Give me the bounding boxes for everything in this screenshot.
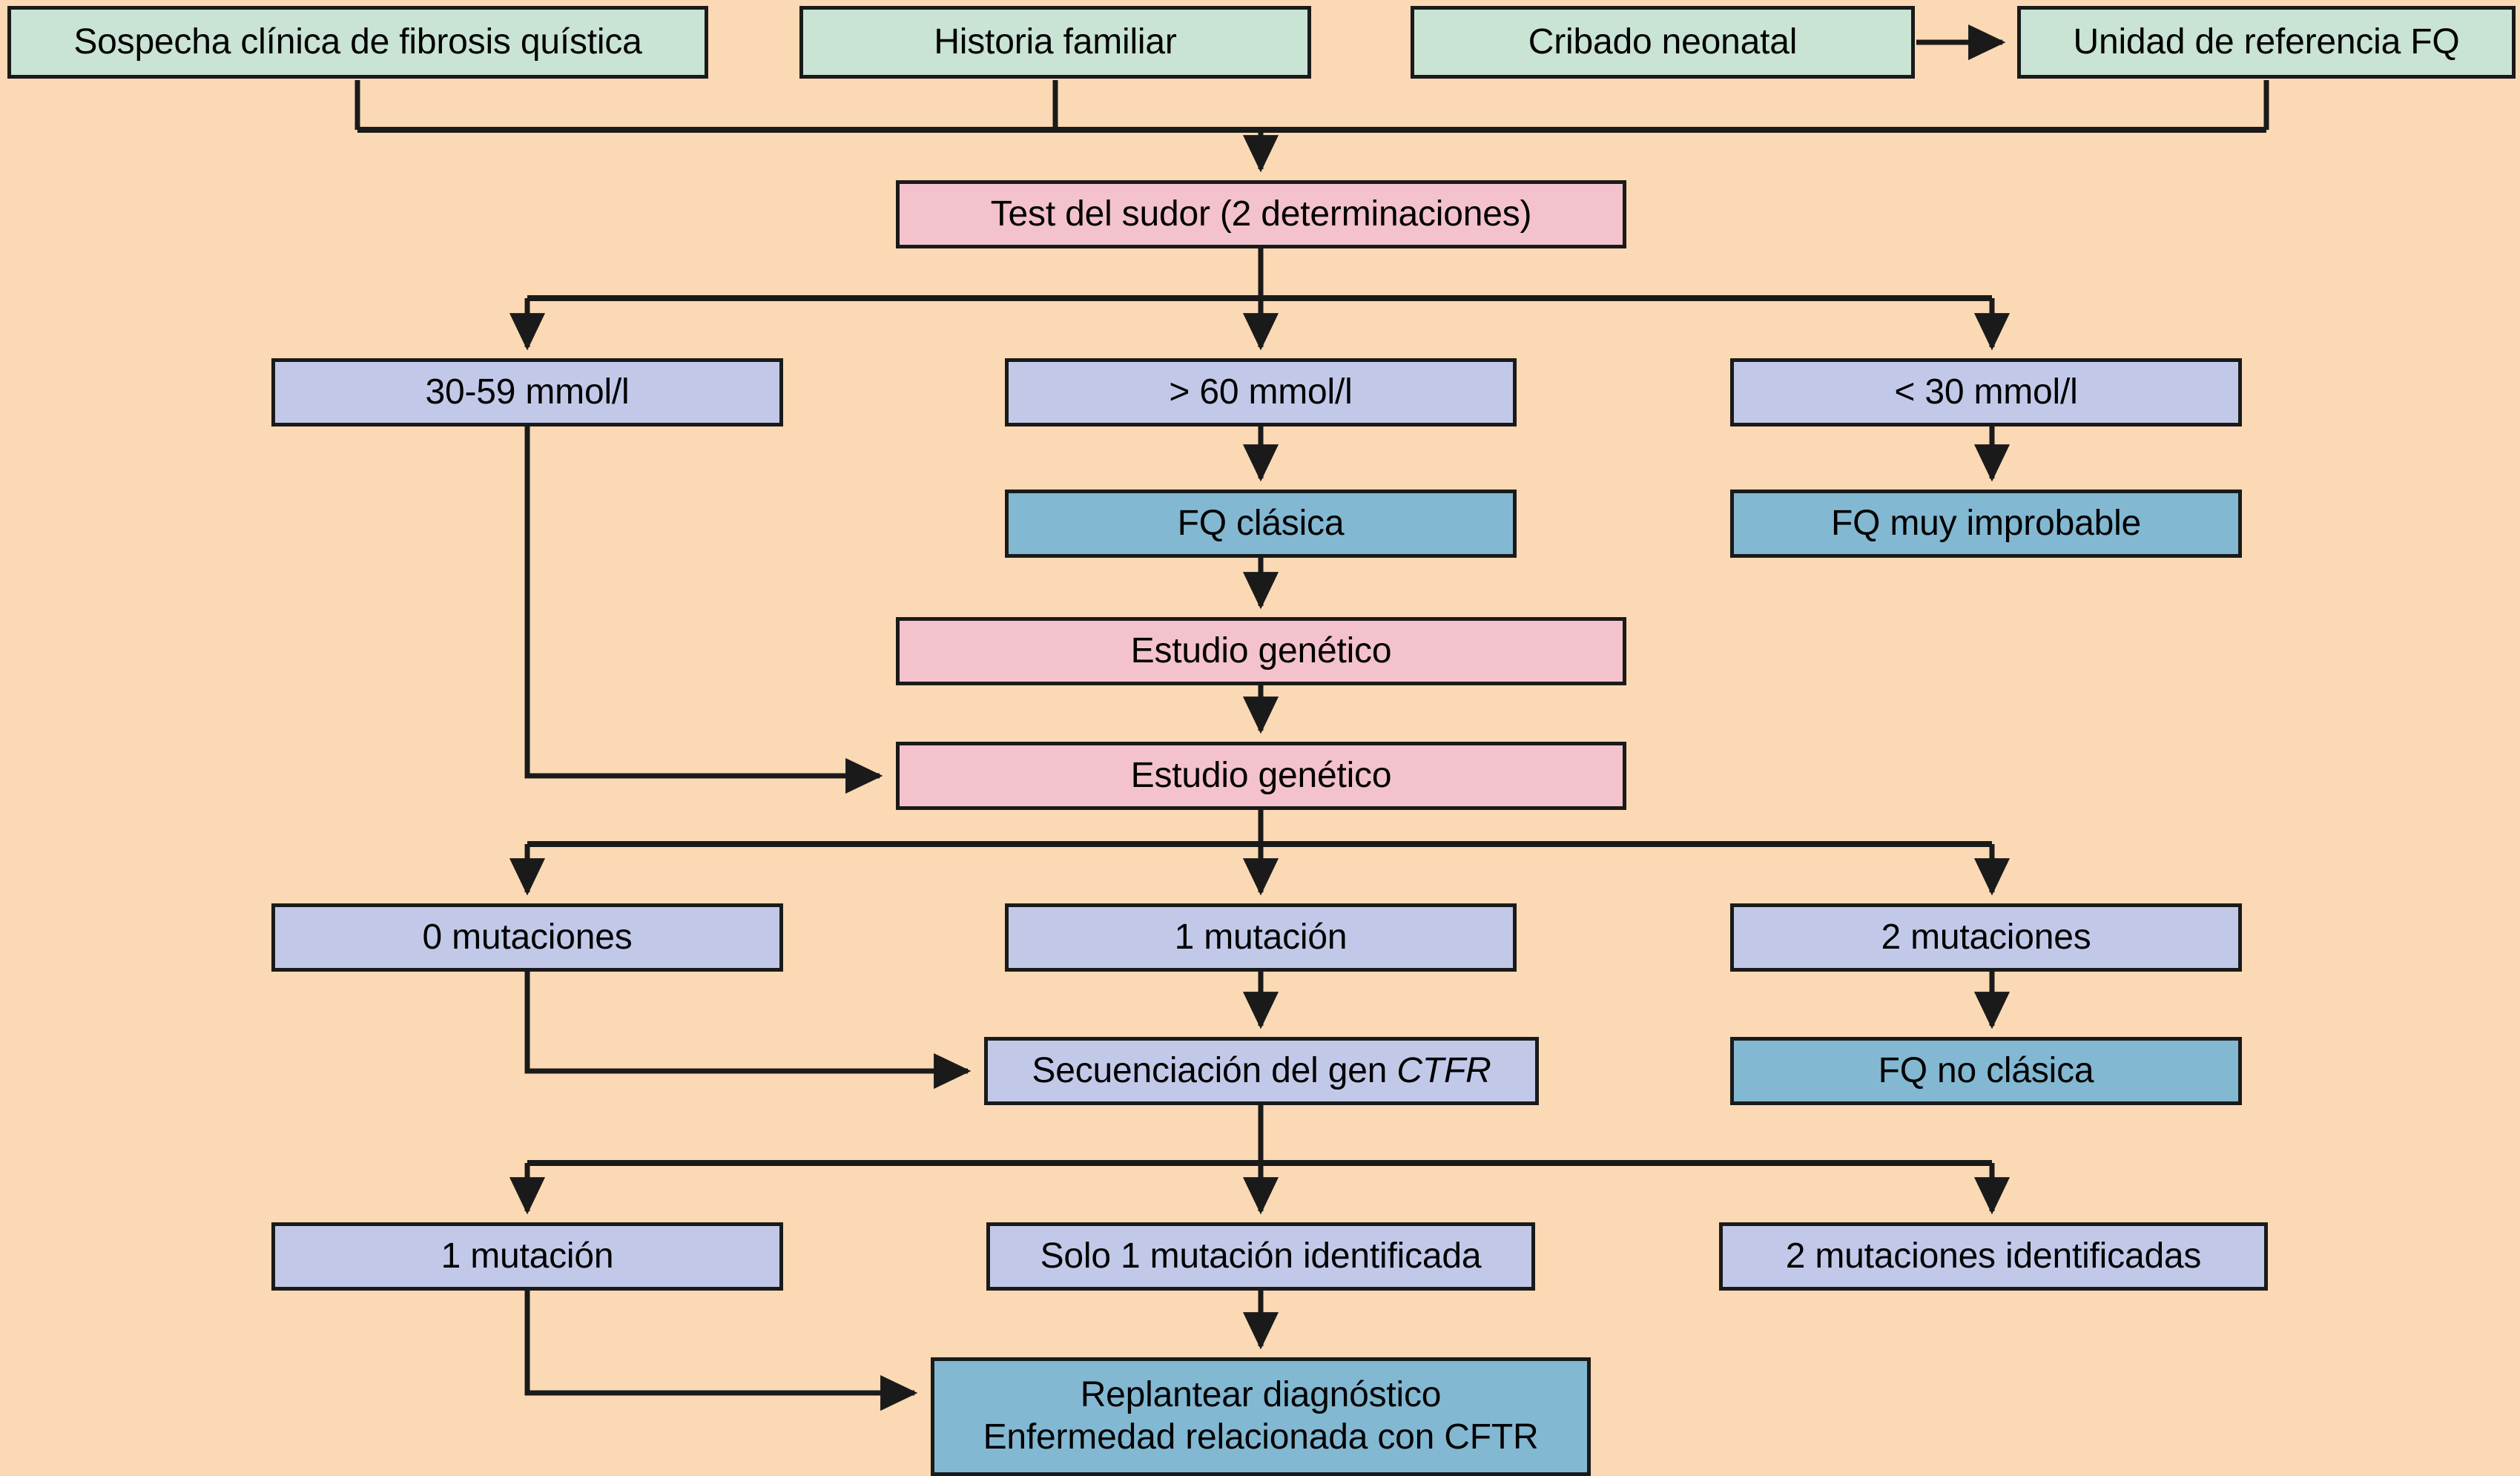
node-historia-familiar[interactable]: Historia familiar [799,6,1311,79]
node-label: Unidad de referencia FQ [2073,22,2460,62]
node-label: Estudio genético [1130,630,1392,671]
node-unidad-referencia-fq[interactable]: Unidad de referencia FQ [2017,6,2516,79]
node-label: 2 mutaciones identificadas [1785,1236,2202,1276]
node-30-59-mmol[interactable]: 30-59 mmol/l [271,358,783,426]
node-gt-60-mmol[interactable]: > 60 mmol/l [1005,358,1517,426]
node-0-mutaciones[interactable]: 0 mutaciones [271,903,783,972]
node-label: > 60 mmol/l [1169,372,1353,412]
node-label-gene: CTFR [1396,1050,1491,1090]
node-label: 2 mutaciones [1881,917,2091,957]
node-estudio-genetico-1[interactable]: Estudio genético [896,617,1626,685]
node-label: Solo 1 mutación identificada [1040,1236,1482,1276]
node-label-text: Secuenciación del gen [1032,1050,1397,1090]
node-sospecha-clinica[interactable]: Sospecha clínica de fibrosis quística [7,6,708,79]
node-1-mutacion-b[interactable]: 1 mutación [271,1222,783,1291]
node-label: Cribado neonatal [1528,22,1798,62]
edge-mut1b-replantear [524,1291,918,1411]
node-replantear-diagnostico[interactable]: Replantear diagnóstico Enfermedad relaci… [931,1357,1591,1476]
node-2-mutaciones[interactable]: 2 mutaciones [1730,903,2242,972]
node-label: FQ muy improbable [1830,503,2142,543]
node-label: FQ clásica [1177,503,1345,543]
edge-mut0-secuen [524,972,972,1090]
node-fq-no-clasica[interactable]: FQ no clásica [1730,1037,2242,1105]
node-solo-1-mutacion-identificada[interactable]: Solo 1 mutación identificada [986,1222,1535,1291]
node-label: Historia familiar [934,22,1177,62]
node-label: 1 mutación [1174,917,1348,957]
node-label: 30-59 mmol/l [425,372,630,412]
node-label: Secuenciación del gen CTFR [1032,1050,1491,1093]
node-label: Sospecha clínica de fibrosis quística [73,22,642,62]
node-label-line1: Replantear diagnóstico [1080,1375,1442,1415]
node-label: Estudio genético [1130,755,1392,795]
node-secuenciacion-gen-ctfr[interactable]: Secuenciación del gen CTFR [984,1037,1539,1105]
node-fq-muy-improbable[interactable]: FQ muy improbable [1730,490,2242,558]
node-fq-clasica[interactable]: FQ clásica [1005,490,1517,558]
node-label: < 30 mmol/l [1894,372,2078,412]
node-cribado-neonatal[interactable]: Cribado neonatal [1411,6,1915,79]
node-label-line2: Enfermedad relacionada con CFTR [983,1417,1539,1457]
node-test-del-sudor[interactable]: Test del sudor (2 determinaciones) [896,180,1626,248]
node-estudio-genetico-2[interactable]: Estudio genético [896,742,1626,810]
node-lt-30-mmol[interactable]: < 30 mmol/l [1730,358,2242,426]
node-1-mutacion[interactable]: 1 mutación [1005,903,1517,972]
edge-r3059-estgen2 [524,426,883,794]
node-label: 0 mutaciones [422,917,633,957]
node-label: 1 mutación [441,1236,614,1276]
node-label: FQ no clásica [1878,1050,2094,1090]
node-label: Test del sudor (2 determinaciones) [990,194,1532,234]
node-2-mutaciones-identificadas[interactable]: 2 mutaciones identificadas [1719,1222,2268,1291]
